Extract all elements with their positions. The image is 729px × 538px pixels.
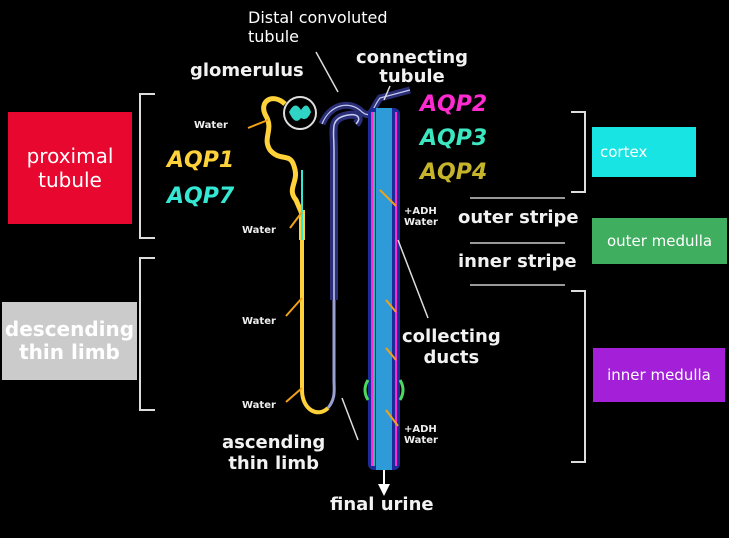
cortex-bracket [571, 111, 586, 193]
collecting-pointer [397, 239, 429, 319]
connecting-line2: tubule [379, 66, 445, 87]
proximal-line1: proximal [26, 144, 114, 168]
aqp1-label: AQP1 [167, 148, 235, 173]
descending-line2: thin limb [19, 340, 120, 364]
glomerulus-capsule [283, 96, 317, 130]
connecting-tubule-label: connecting tubule [356, 48, 468, 86]
dct-pointer [315, 51, 339, 93]
ascending-line2: thin limb [228, 453, 319, 474]
collecting-duct-bulge [363, 379, 405, 401]
water-label-2: Water [242, 225, 276, 236]
outer-stripe-label: outer stripe [458, 207, 579, 228]
ascending-line1: ascending [222, 432, 326, 453]
descending-thin-limb-line [300, 240, 330, 415]
aqp4-label: AQP4 [420, 160, 488, 185]
water-arrow-cd [385, 299, 397, 313]
thick-ascending-outline [332, 113, 360, 300]
water-label-1: Water [194, 120, 228, 131]
inner-medulla-box: inner medulla [593, 348, 725, 402]
water-label-4: Water [242, 400, 276, 411]
dct-title-line1: Distal convoluted [248, 8, 388, 27]
water-arrow-adh-1 [379, 189, 397, 207]
proximal-bracket [139, 93, 155, 239]
water-label-3: Water [242, 316, 276, 327]
adh-text-1: +ADH [404, 206, 437, 217]
connecting-pointer [383, 85, 391, 101]
adh-water-label-2: +ADH Water [404, 424, 438, 446]
descending-line1: descending [4, 317, 135, 341]
water-arrow-3 [285, 297, 303, 317]
thick-ascending-limb [329, 110, 363, 300]
dct-title-line2: tubule [248, 27, 299, 46]
water-arrow-2 [289, 211, 303, 229]
water-arrow-cd-2 [385, 347, 397, 361]
inner-stripe-label: inner stripe [458, 251, 577, 272]
proximal-line2: tubule [38, 168, 102, 192]
final-urine-arrow [378, 484, 390, 496]
distal-outline [321, 89, 411, 125]
descending-bracket [139, 257, 155, 411]
adh-text-2: +ADH [404, 424, 437, 435]
connecting-line1: connecting [356, 47, 469, 68]
ascending-thin-limb-label: ascending thin limb [222, 432, 325, 474]
proximal-tubule-box: proximal tubule [8, 112, 132, 224]
aqp2-label: AQP2 [420, 92, 488, 117]
water-arrow-1 [247, 119, 269, 129]
aqp7-label: AQP7 [167, 184, 235, 209]
adh-water-text-1: Water [404, 217, 438, 228]
cortex-box: cortex [592, 127, 696, 177]
collecting-line2: ducts [423, 347, 480, 368]
aqp3-label: AQP3 [420, 126, 488, 151]
outer-medulla-box: outer medulla [592, 218, 727, 264]
glomerulus-tuft [289, 105, 311, 121]
proximal-convoluted-tubule [261, 96, 305, 215]
collecting-ducts-label: collecting ducts [402, 326, 501, 368]
descending-thin-limb-box: descending thin limb [2, 302, 137, 380]
adh-water-text-2: Water [404, 435, 438, 446]
glomerulus-label: glomerulus [190, 60, 304, 81]
ascending-thin-limb-line [326, 300, 336, 409]
inner-medulla-bracket [571, 290, 586, 463]
adh-water-label-1: +ADH Water [404, 206, 438, 228]
dct-title: Distal convoluted tubule [248, 8, 388, 46]
water-arrow-adh-2 [385, 409, 399, 427]
ascending-pointer [341, 397, 359, 441]
final-urine-label: final urine [330, 494, 434, 515]
collecting-line1: collecting [402, 326, 501, 347]
water-arrow-4 [285, 387, 303, 403]
